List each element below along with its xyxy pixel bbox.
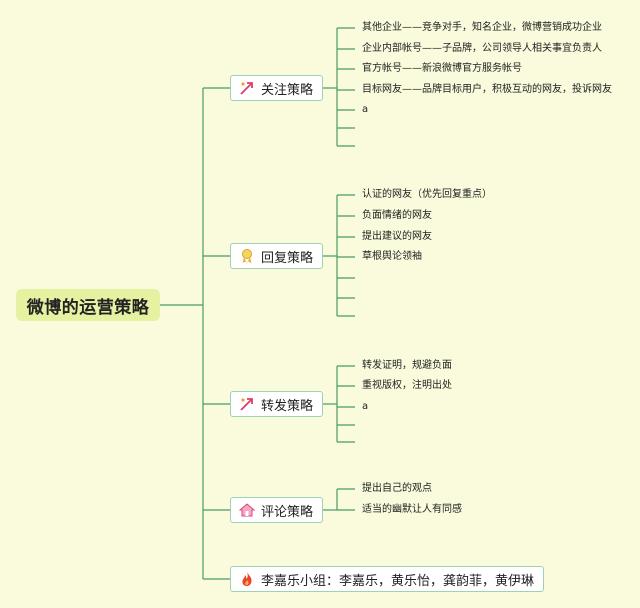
arrow-to-target-icon (239, 396, 255, 412)
leaf-reply-1[interactable]: 认证的网友（优先回复重点） (362, 189, 492, 200)
leaf-repost-3[interactable]: a (362, 401, 369, 412)
leaf-follow-5[interactable]: a (362, 104, 369, 115)
branch-reply-strategy[interactable]: 回复策略 (230, 243, 324, 269)
leaf-follow-3[interactable]: 官方帐号——新浪微博官方服务帐号 (362, 63, 522, 74)
leaf-comment-1[interactable]: 提出自己的观点 (362, 483, 432, 494)
arrow-to-target-icon (239, 80, 255, 96)
flame-icon (239, 571, 255, 587)
leaf-reply-4[interactable]: 草根舆论领袖 (362, 251, 422, 262)
branch-label: 关注策略 (261, 82, 314, 98)
branch-label: 李嘉乐小组：李嘉乐，黄乐怡，龚韵菲，黄伊琳 (261, 573, 535, 589)
leaf-follow-4[interactable]: 目标网友——品牌目标用户，积极互动的网友，投诉网友 (362, 84, 612, 95)
leaf-reply-2[interactable]: 负面情绪的网友 (362, 210, 432, 221)
branch-comment-strategy[interactable]: 评论策略 (230, 497, 324, 523)
root-topic[interactable]: 微博的运营策略 (16, 289, 160, 321)
branch-team-members[interactable]: 李嘉乐小组：李嘉乐，黄乐怡，龚韵菲，黄伊琳 (230, 566, 545, 592)
award-ribbon-icon (239, 248, 255, 264)
leaf-reply-3[interactable]: 提出建议的网友 (362, 231, 432, 242)
leaf-repost-1[interactable]: 转发证明，规避负面 (362, 360, 452, 371)
branch-label: 回复策略 (261, 250, 314, 266)
leaf-repost-2[interactable]: 重视版权，注明出处 (362, 380, 452, 391)
branch-label: 评论策略 (261, 504, 314, 520)
branch-label: 转发策略 (261, 398, 314, 414)
house-icon (239, 502, 255, 518)
leaf-comment-2[interactable]: 适当的幽默让人有同感 (362, 504, 462, 515)
branch-follow-strategy[interactable]: 关注策略 (230, 75, 324, 101)
leaf-follow-1[interactable]: 其他企业——竞争对手，知名企业，微博营销成功企业 (362, 22, 602, 33)
leaf-follow-2[interactable]: 企业内部帐号——子品牌，公司领导人相关事宜负责人 (362, 43, 602, 54)
branch-repost-strategy[interactable]: 转发策略 (230, 391, 324, 417)
